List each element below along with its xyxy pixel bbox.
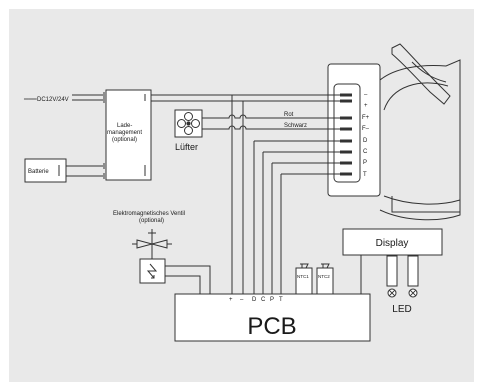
pcb-pin-label: C [261,297,266,303]
solenoid-valve: Elektromagnetisches Ventil (optional) [113,211,185,284]
compressor-pipe [391,43,451,105]
compressor-stand [391,196,460,213]
wire-pcb-t [280,173,340,294]
connector-pin-tick [340,99,352,103]
led-label: LED [392,304,411,315]
wire-f-minus [202,125,340,130]
fan: Lüfter [174,109,203,152]
charge-management-line3: (optional) [112,137,137,143]
pcb-pin-label: – [240,297,244,303]
connector-pin-tick [340,161,352,165]
connector-pin-tick [340,127,352,131]
power-input-label: DC12V/24V [37,97,69,103]
ntc1-lead [300,263,309,269]
valve-coil-box [139,258,166,284]
valve-coil-symbol [146,263,158,279]
wiring: Rot Schwarz [151,94,414,294]
ntc1-label: NTC1 [297,274,309,279]
connector-pin-label: D [363,138,368,144]
connector-pin-label: F– [362,126,370,132]
led-left-housing [386,255,398,287]
charge-management: Lade- management (optional) [105,89,152,181]
connector-pin-tick [340,116,352,120]
pcb-pin-labels: + – D C P T [229,297,283,303]
wire-label-black: Schwarz [284,123,307,129]
power-input-symbol: ═══ [23,97,38,103]
connector-pin-label: P [363,160,367,166]
pcb-pin-label: D [252,297,257,303]
led: LED [386,255,419,315]
wire-pcb-c [262,151,340,294]
valve-label-line1: Elektromagnetisches Ventil [113,211,185,217]
connector-pin-ticks [340,93,352,176]
wire-valve-b [165,275,201,294]
pcb-pin-label: T [279,297,283,303]
wire-pcb-p [271,162,340,294]
wire-pcb-d [253,140,340,294]
display: Display [342,228,443,256]
connector-pin-label: – [364,92,368,98]
fan-icon [177,112,200,135]
compressor-dome-outline [383,82,449,111]
ntc1-box [295,267,313,295]
connector-pin-tick [340,93,352,97]
valve-stem [148,229,156,244]
display-label: Display [376,238,409,249]
connector-pin-tick [340,172,352,176]
ntc2-lead [321,263,330,269]
charge-management-line1: Lade- [117,123,132,129]
solenoid-valve-icon [132,229,172,259]
charge-management-box [105,89,152,181]
connector-pin-label: F+ [362,115,370,121]
ntc-sensors: NTC1 NTC2 [295,263,334,295]
compressor-connector-block [333,83,361,183]
led-lamp-icon [387,288,418,298]
fan-label: Lüfter [175,142,198,152]
wire-valve-a [165,265,211,294]
compressor-body-outline [379,59,461,221]
connector-pin-label: C [363,149,368,155]
battery-box [24,158,67,183]
connector-pin-tick [340,139,352,143]
pcb-pin-label: P [270,297,274,303]
display-box [342,228,443,256]
ntc2-box [316,267,334,295]
battery-label: Batterie [28,169,49,175]
ntc2-label: NTC2 [318,274,330,279]
battery-wire-a [66,163,105,169]
power-input-wire-minus [72,97,105,103]
wire-f-plus [202,114,340,119]
led-right-housing [407,255,419,287]
connector-pin-label: + [364,103,368,109]
pcb-box [174,293,371,342]
connector-pin-labels: – + F+ F– D C P T [362,92,370,178]
pcb: PCB + – D C P T [174,293,371,342]
wire-label-red: Rot [284,112,294,118]
pcb-pin-label: + [229,297,233,303]
pcb-label: PCB [247,313,296,340]
charge-management-line2: management [107,130,142,136]
compressor-pipe-bend [411,61,447,83]
battery: Batterie [24,158,105,183]
battery-wire-b [66,173,105,179]
power-input: ═══ DC12V/24V [23,92,105,103]
connector-pin-label: T [363,172,367,178]
valve-label-line2: (optional) [139,218,164,224]
connector-pin-tick [340,150,352,154]
compressor-base-outline [383,195,461,205]
